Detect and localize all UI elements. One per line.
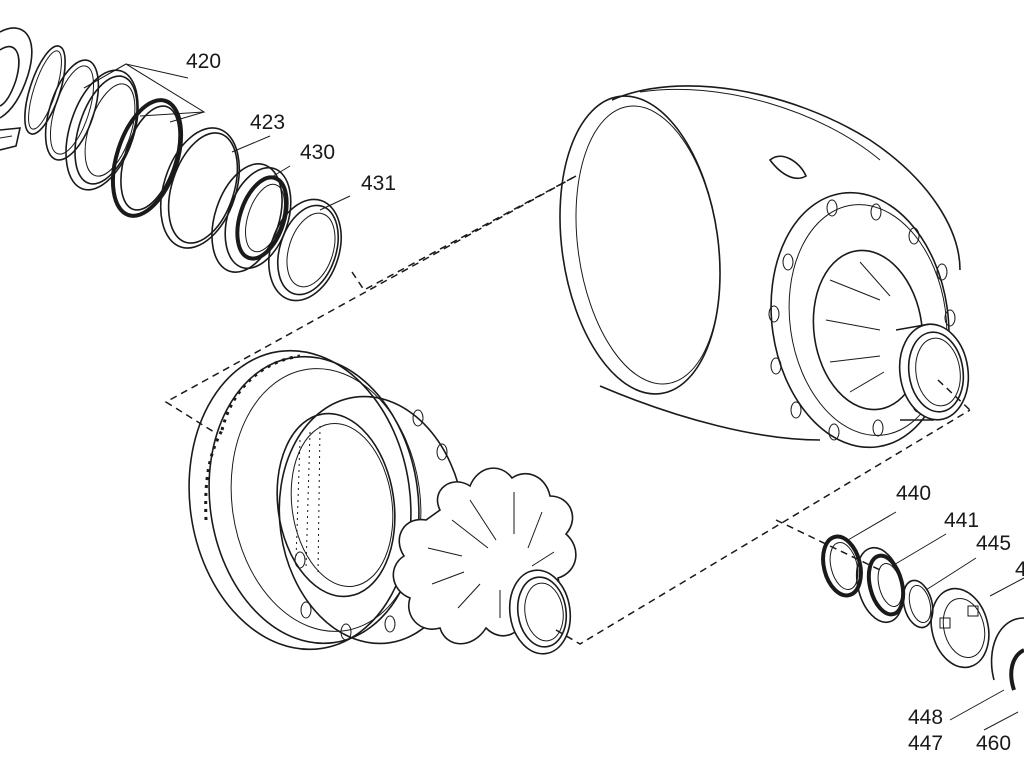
ring-423 bbox=[159, 127, 241, 249]
snap-ring-460 bbox=[990, 617, 1024, 691]
leader-lines bbox=[83, 63, 1024, 731]
assembly-dashed-lines bbox=[164, 175, 971, 645]
seal-ring-420-a bbox=[65, 69, 139, 191]
bearing-441 bbox=[855, 546, 906, 624]
label-445: 445 bbox=[976, 532, 1011, 555]
ring-415 bbox=[44, 59, 100, 161]
label-420: 420 bbox=[186, 50, 221, 73]
snap-ring-410 bbox=[24, 45, 66, 135]
seal-431 bbox=[268, 198, 342, 302]
seal-ring-420-b bbox=[110, 98, 184, 218]
wheel-hub-spider bbox=[392, 467, 577, 655]
partial-part-top-left bbox=[0, 27, 33, 151]
label-441: 441 bbox=[944, 509, 979, 532]
label-447: 447 bbox=[908, 732, 943, 755]
part-labels: 420 423 430 431 440 441 445 4 448 447 46… bbox=[186, 50, 1024, 755]
flange-bolt-holes bbox=[768, 199, 956, 441]
label-431: 431 bbox=[361, 172, 396, 195]
label-423: 423 bbox=[250, 111, 285, 134]
ring-445 bbox=[902, 579, 934, 629]
label-430: 430 bbox=[300, 141, 335, 164]
hub-drum-assembly bbox=[559, 85, 970, 449]
label-4-partial: 4 bbox=[1015, 558, 1024, 581]
label-440: 440 bbox=[896, 482, 931, 505]
label-448: 448 bbox=[908, 706, 943, 729]
seal-440 bbox=[821, 534, 863, 598]
label-460: 460 bbox=[976, 732, 1011, 755]
nut-448-447 bbox=[930, 587, 990, 669]
